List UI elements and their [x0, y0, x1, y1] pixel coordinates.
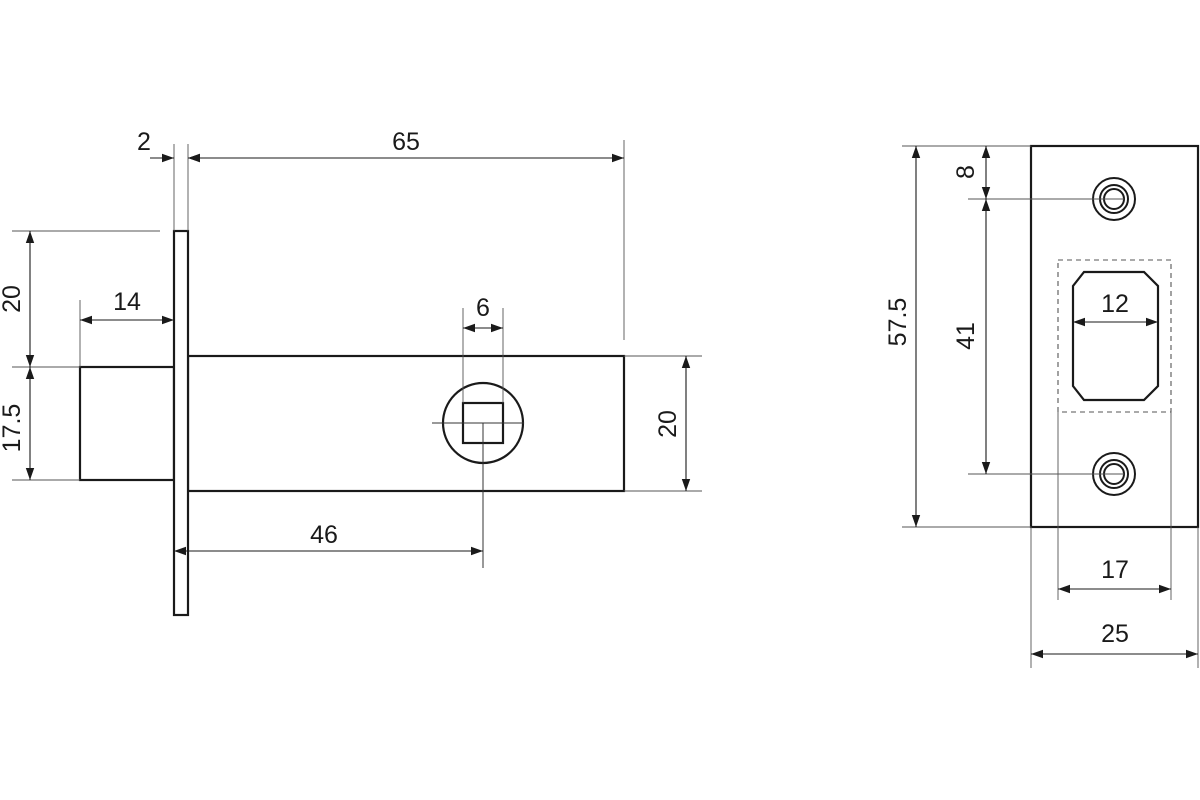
- dim-backset: 46: [174, 521, 483, 556]
- dim-plate-hole-offset: 8: [952, 146, 991, 199]
- label-cylinder-length: 14: [113, 288, 141, 316]
- label-body-length: 65: [392, 128, 420, 156]
- dim-body-length: 65: [188, 128, 624, 163]
- label-latch-pocket-width: 17: [1101, 556, 1129, 584]
- label-cylinder-height: 17.5: [0, 404, 26, 453]
- dim-latch-pocket-width: 17: [1058, 556, 1171, 594]
- dim-flange-thickness: 2: [137, 128, 212, 163]
- dim-plate-hole-spacing: 41: [952, 199, 991, 474]
- label-backset: 46: [310, 521, 338, 549]
- label-plate-width: 25: [1101, 620, 1129, 648]
- faceplate-front-view: 57.5 8 41 12 17 25: [884, 144, 1200, 668]
- label-plate-height: 57.5: [884, 298, 912, 347]
- label-plate-hole-spacing: 41: [952, 322, 980, 350]
- latch-side-view: 2 65 20 17.5 14 6 20: [0, 128, 702, 617]
- label-backset-height: 20: [0, 285, 26, 313]
- label-spindle-square: 6: [476, 294, 490, 322]
- dim-spindle-square: 6: [463, 294, 503, 333]
- dim-body-height: 20: [654, 356, 691, 491]
- label-body-height: 20: [654, 410, 682, 438]
- dim-cylinder-height: 17.5: [0, 367, 35, 480]
- faceplate-flange: [172, 229, 190, 617]
- cylinder-housing: [78, 365, 176, 482]
- dim-latch-opening-width: 12: [1073, 290, 1158, 327]
- dim-plate-width: 25: [1031, 620, 1198, 659]
- label-latch-opening-width: 12: [1101, 290, 1129, 318]
- body-case: [186, 354, 626, 493]
- label-plate-hole-offset: 8: [952, 165, 980, 179]
- dim-backset-height: 20: [0, 231, 35, 367]
- dim-cylinder-length: 14: [80, 288, 174, 325]
- label-flange-thickness: 2: [137, 128, 151, 156]
- latch-pocket-outline: [1057, 259, 1172, 413]
- dim-plate-height: 57.5: [884, 146, 921, 527]
